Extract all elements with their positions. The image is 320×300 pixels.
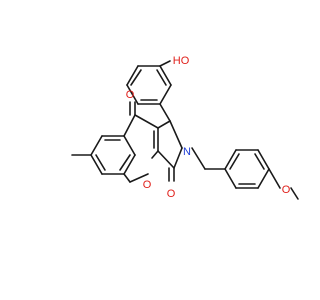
lactam-oxygen-label: O [167, 188, 176, 200]
ketone-oxygen-label: O [126, 89, 135, 101]
molecule-structure: O O O N HO O [71, 55, 299, 200]
pyran-oxygen-label: O [143, 179, 152, 191]
hydroxyl-label: HO [173, 55, 190, 67]
nitrogen-label: N [183, 146, 191, 158]
bond-lines [71, 60, 299, 200]
methoxy-oxygen-label: O [282, 184, 291, 196]
